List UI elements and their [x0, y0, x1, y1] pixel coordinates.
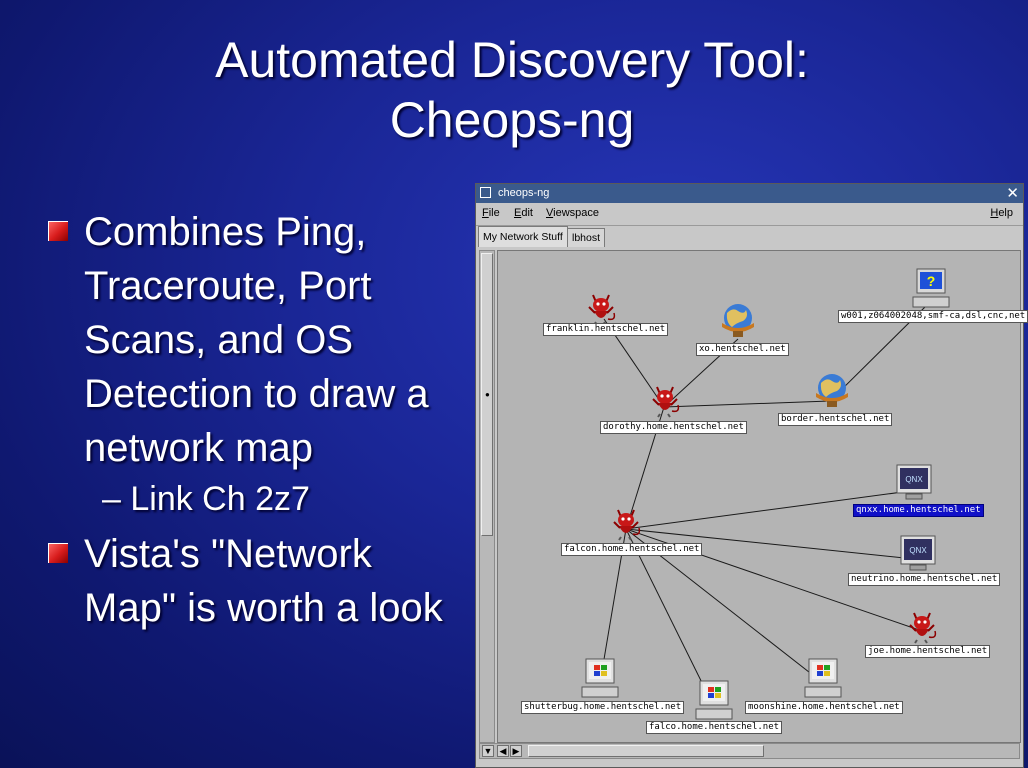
bsd-daemon-icon[interactable] [905, 607, 939, 648]
windows-computer-icon[interactable] [694, 679, 734, 728]
bullet-list: Combines Ping, Traceroute, Port Scans, a… [44, 205, 464, 635]
network-link [625, 528, 915, 560]
bullet-square-icon [48, 221, 68, 241]
menu-help[interactable]: Help [990, 207, 1013, 219]
sub-bullet-link: – Link Ch 2z7 [102, 480, 310, 518]
qnx-monitor-icon[interactable]: QNX [898, 534, 938, 579]
scroll-grip-icon: ● [485, 390, 490, 399]
bullet-text: Combines Ping, Traceroute, Port Scans, a… [84, 210, 429, 470]
globe-icon[interactable] [812, 371, 852, 416]
vertical-scrollbar[interactable]: ● [479, 250, 495, 743]
unknown-os-computer-icon[interactable]: ? [911, 267, 951, 314]
scroll-down-arrow-icon[interactable]: ▼ [482, 745, 494, 757]
host-label[interactable]: falco.home.hentschel.net [646, 721, 783, 734]
window-menu-icon[interactable] [480, 187, 491, 198]
scroll-left-arrow-icon[interactable]: ◀ [497, 745, 509, 757]
bullet-square-icon [48, 543, 68, 563]
bullet-item: Combines Ping, Traceroute, Port Scans, a… [44, 205, 464, 475]
network-link [625, 490, 911, 530]
network-link [663, 400, 831, 408]
host-label[interactable]: dorothy.home.hentschel.net [600, 421, 747, 434]
host-label[interactable]: border.hentschel.net [778, 413, 893, 426]
host-label[interactable]: moonshine.home.hentschel.net [745, 701, 903, 714]
bsd-daemon-icon[interactable] [648, 381, 682, 422]
horizontal-scrollbar[interactable]: ▼ ◀ ▶ [479, 743, 1020, 759]
cheops-window: cheops-ng ✕ File Edit Viewspace Help My … [475, 183, 1028, 768]
menu-bar: File Edit Viewspace Help [476, 203, 1023, 226]
close-icon[interactable]: ✕ [1006, 185, 1019, 202]
bullet-item: Vista's "Network Map" is worth a look [44, 527, 464, 635]
svg-text:QNX: QNX [905, 475, 923, 484]
host-label[interactable]: falcon.home.hentschel.net [561, 543, 703, 556]
globe-icon[interactable] [718, 301, 758, 346]
title-line-1: Automated Discovery Tool: [215, 32, 809, 88]
svg-text:QNX: QNX [909, 546, 927, 555]
horizontal-scroll-thumb[interactable] [528, 745, 764, 757]
host-label[interactable]: qnxx.home.hentschel.net [853, 504, 984, 517]
tab-lbhost[interactable]: lbhost [567, 228, 606, 247]
menu-file[interactable]: File [482, 207, 500, 219]
scroll-right-arrow-icon[interactable]: ▶ [510, 745, 522, 757]
host-label[interactable]: joe.home.hentschel.net [865, 645, 991, 658]
host-label[interactable]: w001,z064002048,smf-ca,dsl,cnc,net [838, 310, 1028, 323]
network-map-canvas[interactable]: franklin.hentschel.net xo.hentschel.net? w… [497, 250, 1028, 743]
host-label[interactable]: xo.hentschel.net [696, 343, 789, 356]
qnx-monitor-icon[interactable]: QNX [894, 463, 934, 508]
host-label[interactable]: shutterbug.home.hentschel.net [521, 701, 685, 714]
title-line-2: Cheops-ng [389, 92, 635, 148]
bullet-text: Vista's "Network Map" is worth a look [84, 532, 443, 630]
menu-edit[interactable]: Edit [514, 207, 533, 219]
network-link [625, 528, 713, 704]
menu-viewspace[interactable]: Viewspace [546, 207, 599, 219]
host-label[interactable]: franklin.hentschel.net [543, 323, 669, 336]
windows-computer-icon[interactable] [803, 657, 843, 706]
viewspace-tabs: My Network Stuff lbhost [476, 226, 1023, 248]
window-title: cheops-ng [498, 187, 550, 199]
bsd-daemon-icon[interactable] [609, 504, 643, 545]
host-label[interactable]: neutrino.home.hentschel.net [848, 573, 1001, 586]
vertical-scroll-thumb[interactable] [481, 253, 493, 536]
svg-text:?: ? [927, 273, 936, 289]
slide-title: Automated Discovery Tool: Cheops-ng [0, 30, 1024, 150]
window-titlebar[interactable]: cheops-ng ✕ [476, 184, 1023, 203]
windows-computer-icon[interactable] [580, 657, 620, 706]
tab-my-network-stuff[interactable]: My Network Stuff [478, 226, 568, 247]
